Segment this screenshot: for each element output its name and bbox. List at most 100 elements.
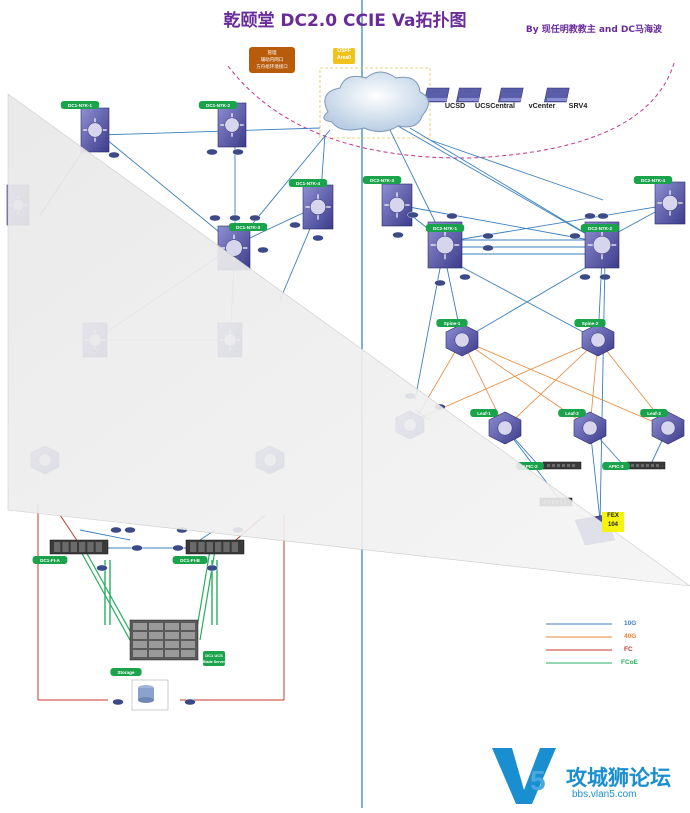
server-vcenter [498, 87, 524, 103]
label-dc1-fi-b-text: DC1-FI-B [180, 558, 200, 563]
label-dc1-n7k-4: DC1-N7K-4 [288, 179, 328, 187]
port-badge-27 [131, 544, 143, 552]
fex-label: FEX 104 [602, 512, 624, 532]
dc1-ucs-blade [133, 623, 147, 630]
overlay-curtain [7, 93, 690, 587]
label-dc2-n7k-2-text: DC2-N7K-2 [588, 226, 612, 231]
apic-3-box-slot [631, 464, 634, 467]
apic-2-box [542, 461, 582, 470]
link [414, 257, 443, 401]
dc1-fi-a-box-slot [79, 542, 86, 552]
leaf-1 [488, 411, 522, 445]
port-badge-0 [206, 148, 218, 156]
dc1-storage-base [138, 697, 154, 703]
page-title: 乾颐堂 DC2.0 CCIE Va拓扑图 [223, 11, 467, 31]
label-dc1-n7k-3-bg [228, 223, 268, 231]
port-badge-16 [569, 232, 581, 240]
port-badge-6 [289, 221, 301, 229]
apic-2-box-slot [572, 464, 575, 467]
server-label-vcenter: vCenter [529, 101, 556, 110]
label-leaf-3-bg [640, 409, 668, 417]
dc2-n7k-2-core [592, 235, 612, 255]
link [409, 127, 601, 243]
apic-2-box-slot [562, 464, 565, 467]
label-spine-2: Spine-2 [574, 319, 606, 327]
label-dc1-n7k-2: DC1-N7K-2 [198, 101, 238, 109]
dc1-fi-b-box-slot [223, 542, 230, 552]
dc1-n7k-2-core [224, 117, 240, 133]
dc1-ucs-blade [181, 623, 195, 630]
link [461, 339, 669, 429]
spine-2-core [590, 332, 606, 348]
legend-label-40g: 40G [624, 633, 637, 640]
dc1-fi-b-box-slot [231, 542, 238, 552]
dc1-n7k-4 [302, 184, 334, 230]
link [504, 339, 599, 429]
link [599, 257, 606, 526]
dc1-ucs-blade [165, 650, 179, 657]
ospf-area-boundary [227, 59, 676, 159]
dc1-fi-a-box [49, 539, 109, 555]
apic-3-box-slot [641, 464, 644, 467]
port-badge-11 [446, 212, 458, 220]
label-dc1-fi-a-bg [32, 556, 68, 564]
label-spine-1: Spine-1 [436, 319, 468, 327]
dc1-fi-b-box-slot [206, 542, 213, 552]
apic-3-box-slot [656, 464, 659, 467]
port-badge-19 [579, 273, 591, 281]
port-badge-4 [229, 214, 241, 222]
port-badge-5 [249, 214, 261, 222]
port-badge-28 [172, 544, 184, 552]
label-dc2-n7k-1-bg [425, 224, 465, 232]
link [397, 204, 601, 243]
port-badge-31 [112, 698, 124, 706]
server-label-srv4: SRV4 [569, 101, 588, 110]
label-dc2-n7k-3-bg [362, 176, 402, 184]
link [397, 125, 601, 243]
dc1-ucs-blade [181, 650, 195, 657]
legend-label-fc: FC [624, 646, 633, 653]
label-storage-bg [110, 668, 142, 676]
label-leaf-3: Leaf-3 [640, 409, 668, 417]
spine-2 [581, 323, 615, 357]
label-dc1-n7k-4-text: DC1-N7K-4 [296, 181, 320, 186]
leaf-3 [651, 411, 685, 445]
label-dc1-n7k-3-text: DC1-N7K-3 [236, 225, 260, 230]
label-dc1-n7k-2-text: DC1-N7K-2 [206, 103, 230, 108]
port-badge-15 [597, 212, 609, 220]
legend-label-10g: 10G [624, 620, 637, 627]
label-leaf-2-bg [558, 409, 586, 417]
apic-3-box-slot [636, 464, 639, 467]
dc1-storage-cyl [138, 688, 154, 700]
label-dc2-n7k-4-text: DC2-N7K-4 [641, 178, 665, 183]
dc2-n7k-4-core [661, 194, 679, 212]
legend-label-fcoe: FCoE [621, 659, 638, 666]
dc1-ucs-blade [181, 641, 195, 648]
dc1-fi-b-box-slot [215, 542, 222, 552]
note-box: 管理 辅助内网口 方舟组环境接口 [249, 47, 295, 73]
dc1-fi-b-box-slot [198, 542, 205, 552]
dc1-ucs-blade [149, 650, 163, 657]
ospf-area-tag: OSPF Area0 [333, 48, 355, 64]
dc1-fi-b-box-slot [190, 542, 197, 552]
ospf-tag-line1: OSPF [337, 48, 351, 54]
label-dc1-n7k-1-text: DC1-N7K-1 [68, 103, 92, 108]
dc1-ucs-blade [181, 632, 195, 639]
apic-2-box-slot [552, 464, 555, 467]
leaf-3-core [660, 420, 676, 436]
label-spine-2-bg [574, 319, 606, 327]
label-dc2-n7k-2: DC2-N7K-2 [580, 224, 620, 232]
leaf-2-core [582, 420, 598, 436]
link [444, 204, 669, 243]
spine-1-core [454, 332, 470, 348]
dc1-n7k-2 [217, 102, 247, 148]
port-badge-7 [312, 234, 324, 242]
port-badge-2 [108, 151, 120, 159]
label-dc2-n7k-3: DC2-N7K-3 [362, 176, 402, 184]
apic-3-box [626, 461, 666, 470]
server-label-ucscentral: UCSCentral [475, 101, 515, 110]
watermark-text: 攻城狮论坛 [566, 766, 671, 790]
svg-text:5: 5 [530, 765, 546, 796]
